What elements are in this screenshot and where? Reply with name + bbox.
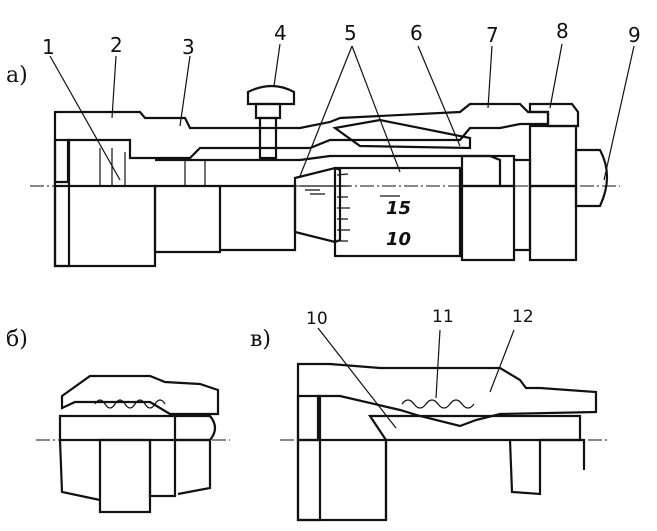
sleeve-body xyxy=(153,184,222,254)
callout-5: 5 xyxy=(344,21,357,45)
ratchet-cap-9 xyxy=(574,148,609,208)
housing-section-v xyxy=(296,362,598,442)
knurled-grip-v xyxy=(296,438,388,522)
view-v-assembly xyxy=(280,362,610,522)
spring-b xyxy=(94,399,166,409)
panel-label-a: а) xyxy=(6,63,28,88)
callout-10: 10 xyxy=(306,309,328,329)
callout-7: 7 xyxy=(486,23,499,47)
scale-mark-upper: 15 xyxy=(386,198,411,219)
callout-9: 9 xyxy=(628,23,641,47)
view-b-assembly xyxy=(36,374,230,514)
callout-8: 8 xyxy=(556,19,569,43)
thimble-6-section xyxy=(332,118,472,150)
knurled-ring-7 xyxy=(460,184,516,262)
spring-v xyxy=(401,399,475,409)
view-a-assembly: 15 10 xyxy=(30,84,620,268)
knurled-grip-b xyxy=(98,438,152,514)
callout-12: 12 xyxy=(512,307,534,327)
knurled-ring-8 xyxy=(528,184,578,262)
leaders-bv xyxy=(317,327,515,429)
frame-section-3 xyxy=(53,102,550,184)
callout-1: 1 xyxy=(42,35,55,59)
housing-section-b xyxy=(60,374,220,416)
callout-11: 11 xyxy=(432,307,454,327)
callout-6: 6 xyxy=(410,21,423,45)
thimble-scale xyxy=(293,166,342,244)
leaders-a xyxy=(49,43,635,181)
callout-3: 3 xyxy=(182,35,195,59)
nut-8-section xyxy=(528,102,580,128)
scale-mark-lower: 10 xyxy=(386,229,411,250)
panel-label-b: б) xyxy=(6,327,28,352)
callout-4: 4 xyxy=(274,21,287,45)
callout-2: 2 xyxy=(110,33,123,57)
lock-screw-4 xyxy=(246,84,296,106)
panel-label-v: в) xyxy=(250,327,271,352)
